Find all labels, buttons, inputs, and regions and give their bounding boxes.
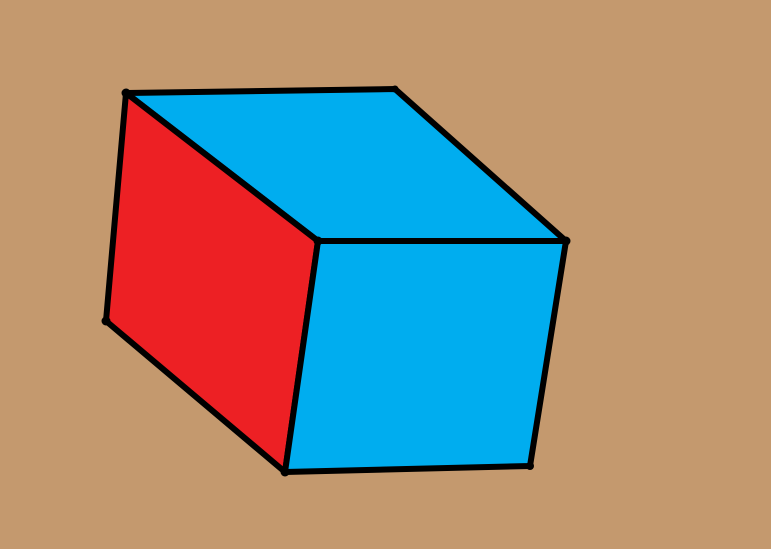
vertex-bottom-back-left — [101, 316, 111, 326]
vertex-bottom-front-right — [526, 462, 534, 470]
vertex-top-front-right — [561, 236, 571, 246]
cube-front-face — [282, 238, 569, 475]
vertex-bottom-front-left — [280, 467, 290, 477]
vertex-top-back-right — [391, 85, 399, 93]
vertex-top-front-left — [313, 236, 323, 246]
vertex-top-back-left — [121, 88, 131, 98]
